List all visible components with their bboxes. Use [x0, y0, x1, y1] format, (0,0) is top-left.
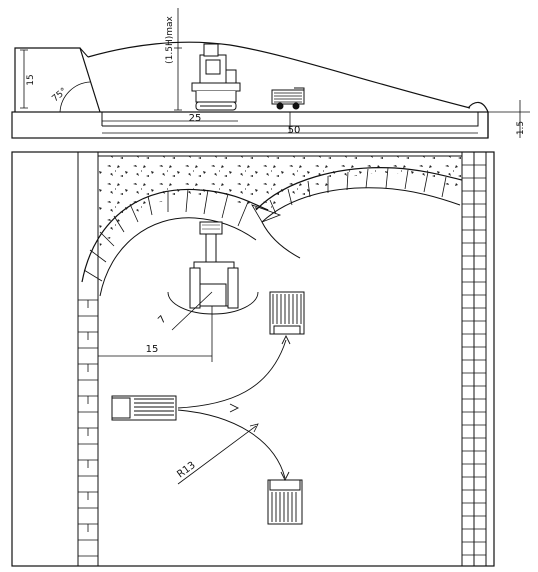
truck-wheel [292, 102, 300, 110]
arc-junction [251, 204, 282, 223]
total-dim-line [102, 112, 478, 134]
excavator-plan [167, 221, 259, 315]
excavator-body [191, 82, 241, 92]
total-dim-label: 50 [288, 125, 301, 136]
excavator-boom [203, 43, 219, 57]
right-berm [467, 101, 489, 138]
truck-waiting [111, 395, 177, 421]
left-wall-cells [78, 299, 98, 557]
path-to-exit [177, 409, 286, 479]
excavator-bucket [199, 221, 223, 235]
swing-radius-label: 7 [156, 314, 168, 326]
angle-label: 75° [51, 86, 70, 104]
step-dim-line [488, 100, 530, 138]
swing-radius-line [171, 291, 213, 331]
section-view: 15 75° (1.5H)max 25 [11, 8, 530, 139]
plan-view: 7 15 [11, 151, 495, 567]
right-wall [461, 152, 487, 566]
plan-frame [11, 151, 495, 567]
height-dim-line [20, 49, 28, 109]
swing-arc [167, 291, 259, 315]
truck-wheel [276, 102, 284, 110]
offset-dim-label: 15 [146, 344, 159, 355]
offset-dim-line [98, 306, 213, 362]
truck-loading [269, 291, 305, 335]
left-wall [77, 152, 99, 566]
truck-box [271, 89, 305, 105]
right-wall-cells [462, 164, 486, 556]
step-dim-label: 1.5 [516, 121, 526, 135]
path-to-loading [177, 339, 287, 409]
bench-face-edge [79, 47, 89, 58]
excavation-arc-1 [81, 188, 269, 297]
angle-arc [59, 81, 91, 113]
bench-face [14, 47, 101, 113]
height-dim-label: 15 [26, 74, 36, 85]
blasted-rock-pile [98, 156, 462, 255]
truck-paths [177, 334, 291, 482]
excavator-track-left [189, 267, 201, 309]
lift-dim-line [174, 8, 182, 111]
excavator-track-right [227, 267, 239, 309]
lift-dim-label: (1.5H)max [165, 15, 175, 63]
excavation-arc-2 [251, 167, 463, 259]
section-frame [11, 111, 489, 139]
dump-truck-elevation [271, 87, 305, 110]
turn-radius-line [177, 425, 257, 485]
reach-dim-label: 25 [189, 113, 202, 124]
floor-line [102, 112, 479, 127]
excavator-elevation [191, 43, 241, 111]
truck-departing [267, 479, 303, 525]
muck-pile-profile [87, 41, 471, 109]
